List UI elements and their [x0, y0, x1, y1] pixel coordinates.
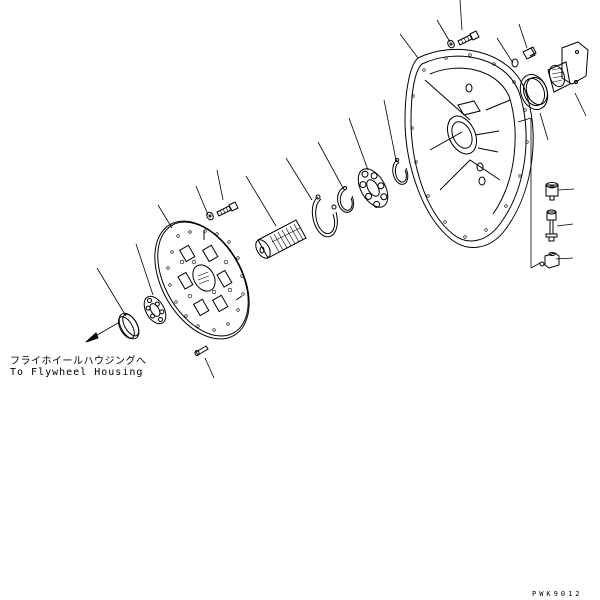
- bearing-left: [140, 293, 171, 328]
- breather-cap: [546, 183, 558, 201]
- caption-english: To Flywheel Housing: [10, 367, 144, 378]
- snap-ring-large: [312, 195, 337, 237]
- bearing-right: [352, 164, 394, 212]
- oil-seal: [516, 71, 553, 114]
- figure-code: PWK9012: [532, 590, 583, 598]
- caption-japanese: フライホイールハウジングへ: [10, 356, 147, 367]
- housing: [405, 49, 533, 247]
- breather-tube: [546, 210, 557, 241]
- coupling-flange: [547, 42, 588, 92]
- dowel-pin: [195, 346, 208, 356]
- washer-top: [446, 39, 455, 49]
- spline-shaft: [253, 220, 306, 261]
- snap-ring-small: [338, 187, 354, 213]
- damper-disc: [135, 205, 268, 356]
- snap-ring-housing: [393, 159, 408, 185]
- bolt-top: [458, 31, 479, 45]
- seal-ring: [114, 310, 143, 343]
- elbow: [540, 253, 559, 269]
- plug: [523, 47, 536, 59]
- direction-arrow: [86, 323, 118, 342]
- bolt-disc: [217, 202, 238, 216]
- leader-lines: [97, 0, 586, 378]
- o-ring: [512, 59, 518, 67]
- washer-small: [205, 211, 214, 221]
